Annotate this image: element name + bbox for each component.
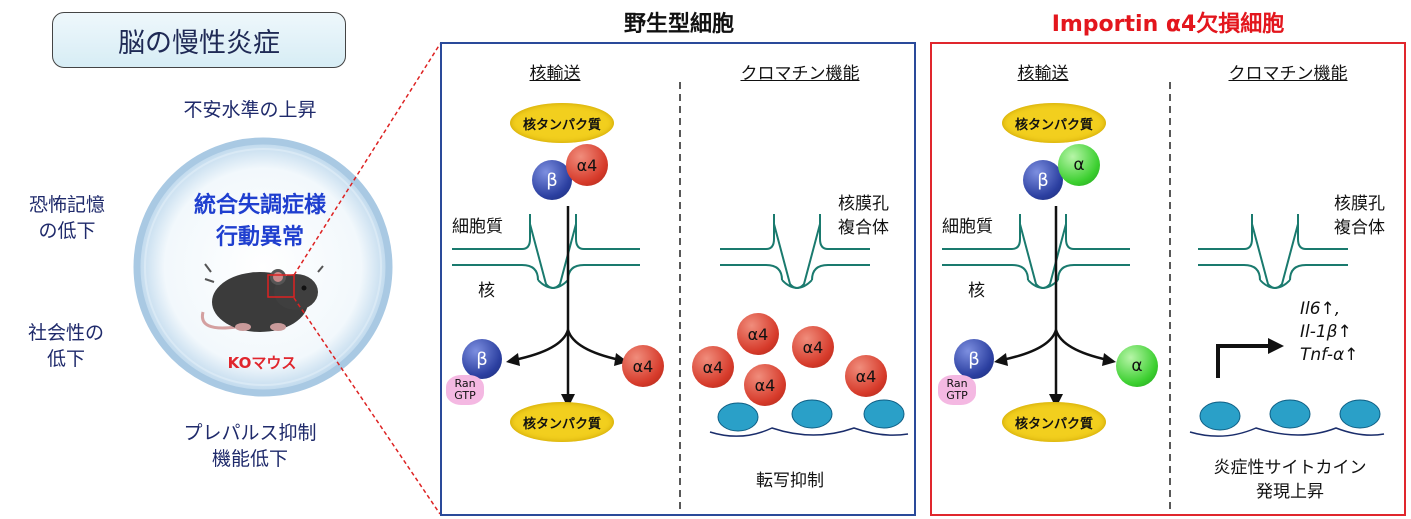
wild-transport-header: 核輸送 — [529, 64, 581, 84]
ko-panel-title: Importin α4欠損細胞 — [1051, 12, 1285, 37]
wild-npc-label: 核膜孔複合体 — [838, 194, 889, 238]
wild-nuclear-protein-top: 核タンパク質 — [510, 103, 614, 143]
ko-nuclear-protein-bottom: 核タンパク質 — [1002, 402, 1106, 442]
ko-nucleosomes — [1189, 399, 1385, 437]
ko-cytoplasm-label: 細胞質 — [942, 217, 993, 237]
nuclear-pore-right — [720, 214, 870, 289]
wild-beta-nucleus: β — [462, 339, 502, 379]
ko-nucleus-label: 核 — [968, 281, 985, 301]
ko-alpha-free: α — [1116, 345, 1158, 387]
ko-mouse-label: KOマウス — [227, 354, 297, 372]
wild-alpha4-free: α4 — [622, 345, 664, 387]
cytokine-genes: Il6↑,Il-1β↑Tnf-α↑ — [1300, 299, 1359, 365]
ko-npc-label: 核膜孔複合体 — [1334, 194, 1385, 238]
wild-diagram — [452, 82, 909, 512]
wild-alpha4-chromatin: α4 — [737, 313, 779, 355]
anxiety-label: 不安水準の上昇 — [183, 99, 317, 121]
wild-beta-top: β — [532, 160, 572, 200]
schizophrenia-label: 統合失調症様行動異常 — [193, 193, 326, 250]
ppi-label: プレパルス抑制機能低下 — [183, 422, 317, 470]
wild-alpha4-chromatin: α4 — [692, 346, 734, 388]
wild-nuclear-protein-bottom: 核タンパク質 — [510, 402, 614, 442]
wild-alpha4-chromatin: α4 — [744, 364, 786, 406]
page-title: 脳の慢性炎症 — [52, 12, 346, 68]
ko-nuclear-protein-top: 核タンパク質 — [1002, 103, 1106, 143]
ko-beta-nucleus: β — [954, 339, 994, 379]
wild-nucleus-label: 核 — [478, 281, 495, 301]
repression-label: 転写抑制 — [756, 471, 824, 491]
wild-cytoplasm-label: 細胞質 — [452, 217, 503, 237]
mouse-icon — [200, 263, 324, 332]
ko-diagram — [942, 82, 1385, 512]
wild-chromatin-header: クロマチン機能 — [740, 64, 860, 84]
ko-transport-header: 核輸送 — [1017, 64, 1069, 84]
wild-alpha4-chromatin: α4 — [792, 326, 834, 368]
cytokine-label: 炎症性サイトカイン発現上昇 — [1213, 458, 1367, 502]
wild-alpha4-top: α4 — [566, 144, 608, 186]
fear-memory-label: 恐怖記憶の低下 — [28, 194, 105, 242]
nucleosomes — [709, 399, 909, 437]
ko-panel — [930, 42, 1406, 516]
ko-nuclear-pore-right — [1198, 214, 1348, 289]
ko-beta-top: β — [1023, 160, 1063, 200]
wild-alpha4-chromatin: α4 — [845, 355, 887, 397]
ko-chromatin-header: クロマチン機能 — [1228, 64, 1348, 84]
brain-circle — [133, 137, 393, 397]
wild-panel-title: 野生型細胞 — [623, 12, 734, 37]
social-label: 社会性の低下 — [27, 322, 104, 370]
ko-alpha-top: α — [1058, 144, 1100, 186]
wild-panel — [440, 42, 916, 516]
